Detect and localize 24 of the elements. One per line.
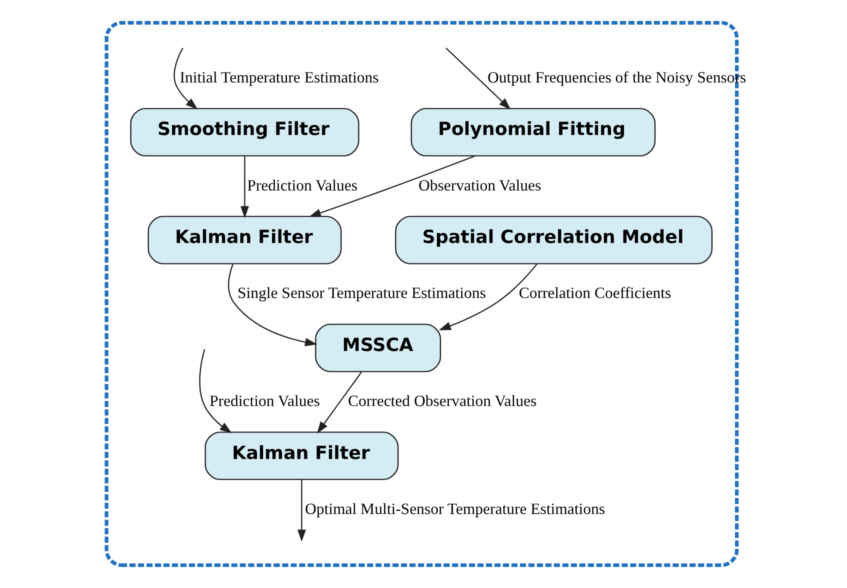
arrow	[228, 264, 318, 346]
edge-label: Prediction Values	[210, 392, 320, 410]
node-box: MSSCA	[315, 324, 442, 372]
edge-label: Initial Temperature Estimations	[180, 69, 379, 86]
arrow	[438, 264, 538, 330]
edge-label: Observation Values	[418, 177, 542, 194]
arrow	[316, 372, 362, 434]
edge-label: Single Sensor Temperature Estimations	[237, 285, 486, 302]
arrow	[297, 480, 306, 542]
node-box: Kalman Filter	[204, 432, 399, 480]
edge-label: Corrected Observation Values	[348, 392, 537, 410]
edge-label: Correlation Coefficients	[518, 285, 672, 302]
node-box: Spatial Correlation Model	[395, 216, 713, 264]
node-box: Kalman Filter	[148, 216, 342, 264]
arrow	[446, 48, 511, 110]
node-box: Polynomial Fitting	[410, 108, 656, 156]
edge-label: Prediction Values	[247, 177, 358, 194]
arrow	[199, 349, 232, 434]
arrow	[240, 156, 249, 218]
edge-label: Output Frequencies of the Noisy Sensors	[488, 69, 746, 86]
arrow	[308, 155, 476, 217]
edge-label: Optimal Multi-Sensor Temperature Estimations	[305, 500, 606, 518]
arrow	[174, 48, 198, 110]
node-box: Smoothing Filter	[130, 108, 360, 156]
